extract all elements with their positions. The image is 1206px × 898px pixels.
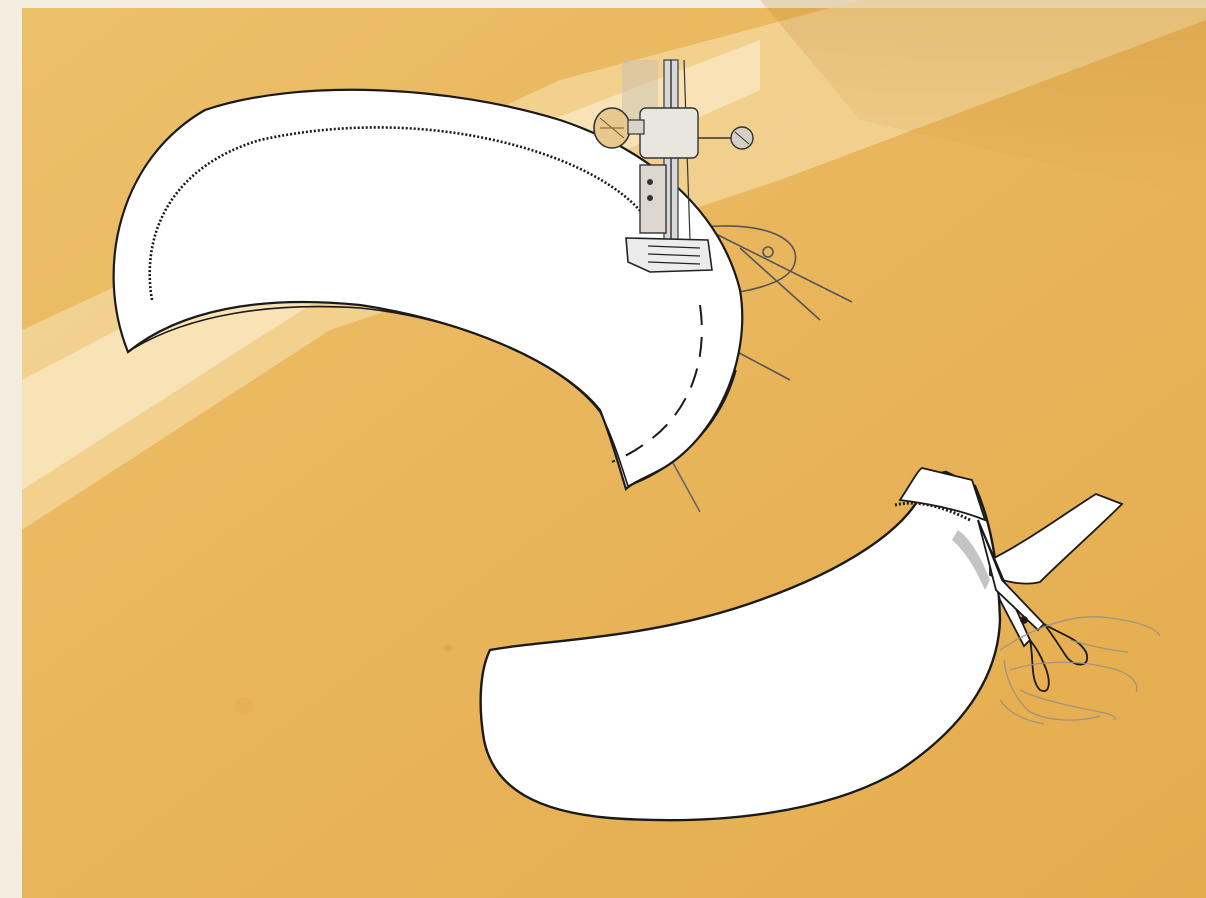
paper-stain-2 — [235, 697, 253, 715]
page-edge — [0, 0, 22, 898]
paper-stain — [444, 644, 452, 652]
